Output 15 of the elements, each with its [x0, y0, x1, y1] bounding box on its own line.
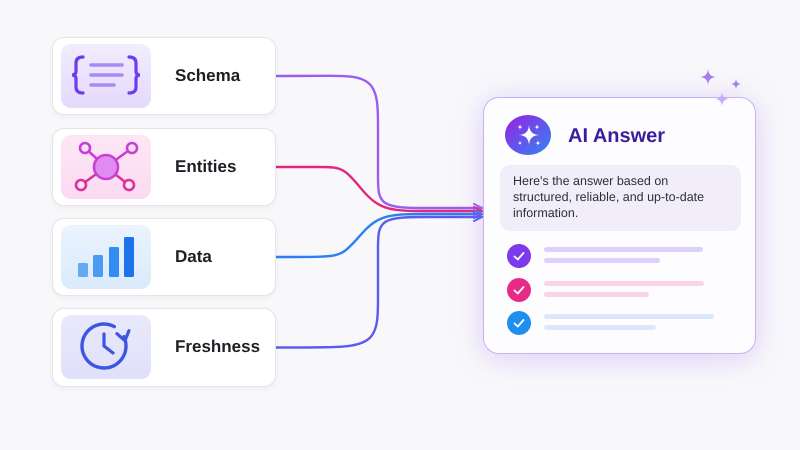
- answer-text: Here's the answer based on structured, reliable, and up-to-date information.: [513, 173, 706, 221]
- curved-arrow: [274, 166, 484, 216]
- source-card: [52, 308, 276, 387]
- source-card: [52, 128, 276, 206]
- source-label: Schema: [175, 66, 240, 86]
- source-label: Data: [175, 247, 212, 267]
- source-card: [52, 218, 276, 296]
- source-label: Freshness: [175, 337, 260, 357]
- card-title: AI Answer: [568, 125, 666, 147]
- curved-arrow: [274, 209, 484, 258]
- curved-arrow: [274, 212, 484, 349]
- source-label: Entities: [175, 157, 236, 177]
- source-card: [52, 37, 276, 115]
- curved-arrow: [274, 74, 484, 213]
- answer-card: [483, 97, 756, 354]
